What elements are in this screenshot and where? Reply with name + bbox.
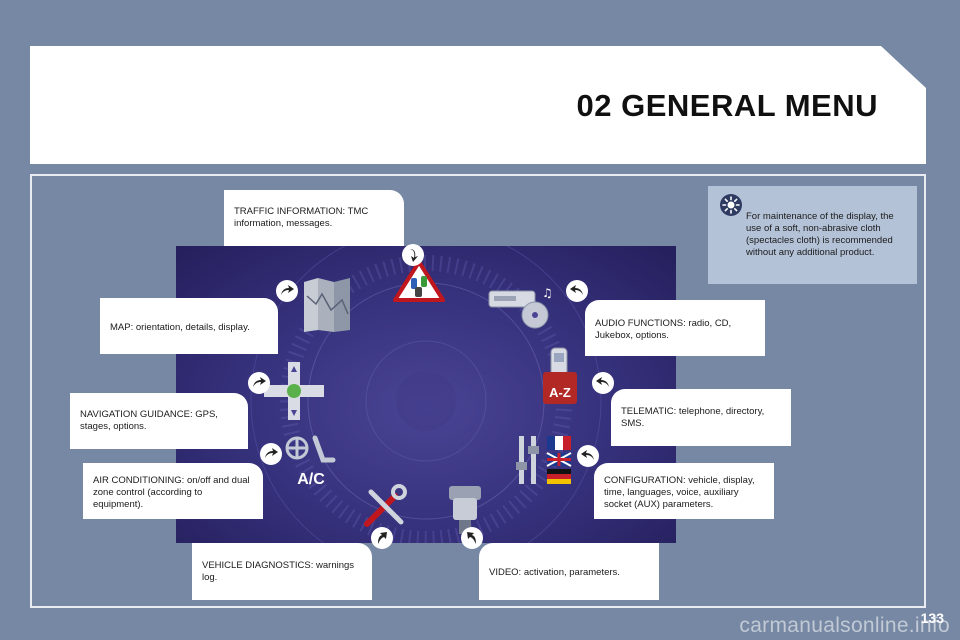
- video-camera-icon[interactable]: [445, 484, 485, 536]
- air-conditioning-text: AIR CONDITIONING: on/off and dual zone c…: [93, 475, 250, 510]
- audio-functions-text: AUDIO FUNCTIONS: radio, CD, Jukebox, opt…: [595, 318, 732, 341]
- diagnostics-tools-icon[interactable]: [361, 484, 407, 530]
- audio-cd-icon[interactable]: ♫: [487, 285, 555, 330]
- az-label: A-Z: [549, 385, 571, 400]
- callout-traffic-information: TRAFFIC INFORMATION: TMC information, me…: [224, 190, 404, 246]
- traffic-information-text: TRAFFIC INFORMATION: TMC information, me…: [234, 206, 369, 229]
- air-arrow-icon: [260, 443, 282, 465]
- navigation-crossroad-icon[interactable]: [264, 362, 324, 420]
- content-frame: [30, 174, 926, 608]
- callout-telematic: TELEMATIC: telephone, directory, SMS.: [611, 389, 791, 446]
- callout-configuration: CONFIGURATION: vehicle, display, time, l…: [594, 463, 774, 519]
- header-banner: 02 GENERAL MENU: [30, 46, 926, 164]
- map-arrow-icon: [276, 280, 298, 302]
- ac-label: A/C: [297, 471, 325, 488]
- page-number: 133: [920, 610, 944, 626]
- diagnostics-arrow-icon: [371, 527, 393, 549]
- configuration-icon[interactable]: [515, 432, 575, 488]
- navigation-arrow-icon: [248, 372, 270, 394]
- callout-audio-functions: AUDIO FUNCTIONS: radio, CD, Jukebox, opt…: [585, 300, 765, 356]
- vehicle-diagnostics-text: VEHICLE DIAGNOSTICS: warnings log.: [202, 560, 355, 583]
- traffic-arrow-icon: [402, 244, 424, 266]
- telematic-arrow-icon: [592, 372, 614, 394]
- svg-text:♫: ♫: [542, 286, 553, 300]
- video-arrow-icon: [461, 527, 483, 549]
- tip-icon: [720, 194, 742, 216]
- page-title: 02 GENERAL MENU: [576, 88, 878, 123]
- air-conditioning-icon[interactable]: A/C: [283, 432, 339, 488]
- configuration-arrow-icon: [577, 445, 599, 467]
- callout-map: MAP: orientation, details, display.: [100, 298, 278, 354]
- traffic-warning-icon[interactable]: [393, 260, 445, 302]
- audio-arrow-icon: [566, 280, 588, 302]
- telematic-text: TELEMATIC: telephone, directory, SMS.: [621, 406, 765, 429]
- map-icon[interactable]: [302, 276, 352, 334]
- watermark: carmanualsonline.info: [739, 614, 950, 637]
- callout-air-conditioning: AIR CONDITIONING: on/off and dual zone c…: [83, 463, 263, 519]
- map-text: MAP: orientation, details, display.: [110, 322, 250, 333]
- callout-video: VIDEO: activation, parameters.: [479, 543, 659, 600]
- navigation-guidance-text: NAVIGATION GUIDANCE: GPS, stages, option…: [80, 409, 218, 432]
- configuration-text: CONFIGURATION: vehicle, display, time, l…: [604, 475, 755, 510]
- maintenance-note: For maintenance of the display, the use …: [708, 186, 917, 284]
- callout-navigation-guidance: NAVIGATION GUIDANCE: GPS, stages, option…: [70, 393, 248, 449]
- callout-vehicle-diagnostics: VEHICLE DIAGNOSTICS: warnings log.: [192, 543, 372, 600]
- telematic-az-icon[interactable]: A-Z: [541, 346, 579, 406]
- video-text: VIDEO: activation, parameters.: [489, 567, 620, 578]
- note-text: For maintenance of the display, the use …: [746, 211, 894, 258]
